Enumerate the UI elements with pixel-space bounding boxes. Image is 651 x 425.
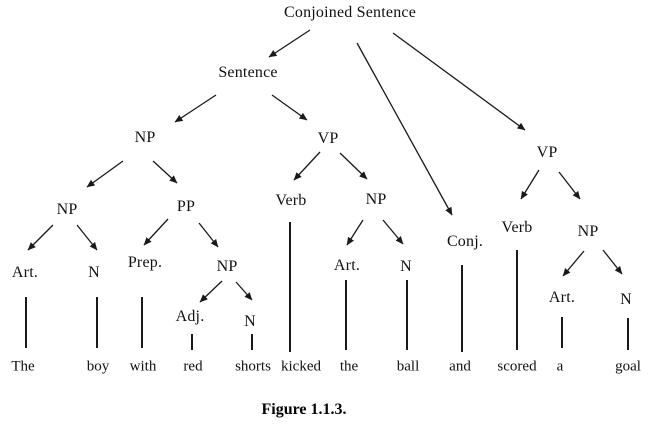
- node-np-object-second: NP: [577, 223, 599, 240]
- edge-conjoined-sentence-to-sentence: [268, 29, 311, 58]
- node-n-3: N: [620, 291, 632, 308]
- node-prep: Prep.: [127, 254, 163, 271]
- edge-np-inner-to-art-1: [27, 224, 54, 251]
- edge-np-subject-to-np-inner: [86, 160, 124, 188]
- leaf-word-3-red: red: [183, 358, 203, 375]
- node-vp-second: VP: [536, 144, 558, 161]
- node-pp: PP: [176, 198, 196, 215]
- edge-np-inner-to-n-1: [76, 224, 98, 251]
- leaf-word-5-kicked: kicked: [281, 358, 321, 375]
- node-sentence: Sentence: [218, 64, 278, 81]
- terminal-bar-layer: [25, 222, 629, 352]
- node-verb-second: Verb: [501, 219, 533, 236]
- edge-pp-to-np-pp: [198, 222, 219, 248]
- edge-np-subject-to-pp: [152, 160, 178, 184]
- edge-np-object-first-to-n-2: [382, 219, 404, 245]
- edge-np-object-second-to-n-3: [602, 249, 623, 275]
- leaf-word-10-a: a: [556, 358, 564, 375]
- leaf-word-11-goal: goal: [615, 358, 641, 375]
- edge-np-pp-to-adj: [199, 280, 223, 303]
- leaf-word-1-boy: boy: [86, 358, 110, 375]
- node-n-1: N: [88, 264, 100, 281]
- node-np-object-first: NP: [365, 191, 387, 208]
- leaf-word-7-ball: ball: [396, 358, 420, 375]
- node-np-subject: NP: [134, 129, 156, 146]
- leaf-word-4-shorts: shorts: [235, 358, 271, 375]
- edge-np-pp-to-n-4: [235, 281, 253, 301]
- node-conjoined-sentence: Conjoined Sentence: [283, 4, 417, 21]
- leaf-word-2-with: with: [129, 358, 157, 375]
- edge-conjoined-sentence-to-conj: [356, 42, 453, 216]
- node-art-3: Art.: [548, 289, 576, 306]
- node-art-2: Art.: [333, 257, 361, 274]
- figure-caption: Figure 1.1.3.: [261, 401, 347, 418]
- edge-conjoined-sentence-to-vp-second: [392, 32, 526, 131]
- leaf-word-9-scored: scored: [497, 358, 537, 375]
- node-np-pp: NP: [216, 258, 238, 275]
- leaf-word-6-the: the: [339, 358, 359, 375]
- node-adj: Adj.: [175, 308, 205, 325]
- leaf-word-0-the: The: [11, 358, 35, 375]
- node-vp-first: VP: [317, 130, 339, 147]
- edge-vp-second-to-np-object-second: [558, 171, 581, 200]
- node-conj: Conj.: [446, 233, 484, 250]
- edge-sentence-to-np-subject: [174, 94, 217, 123]
- node-verb-first: Verb: [275, 192, 307, 209]
- edge-vp-second-to-verb-second: [520, 169, 540, 200]
- edge-np-object-first-to-art-2: [346, 219, 364, 246]
- node-n-4: N: [244, 313, 256, 330]
- edge-vp-first-to-np-object-first: [339, 152, 368, 180]
- node-n-2: N: [400, 258, 412, 275]
- node-np-inner: NP: [56, 201, 78, 218]
- edge-sentence-to-vp-first: [271, 94, 308, 121]
- node-art-1: Art.: [11, 264, 39, 281]
- leaf-word-8-and: and: [449, 358, 471, 375]
- edge-pp-to-prep: [143, 218, 169, 246]
- edge-layer: [27, 29, 623, 303]
- edge-vp-first-to-verb-first: [293, 151, 321, 181]
- edge-np-object-second-to-art-3: [562, 250, 585, 277]
